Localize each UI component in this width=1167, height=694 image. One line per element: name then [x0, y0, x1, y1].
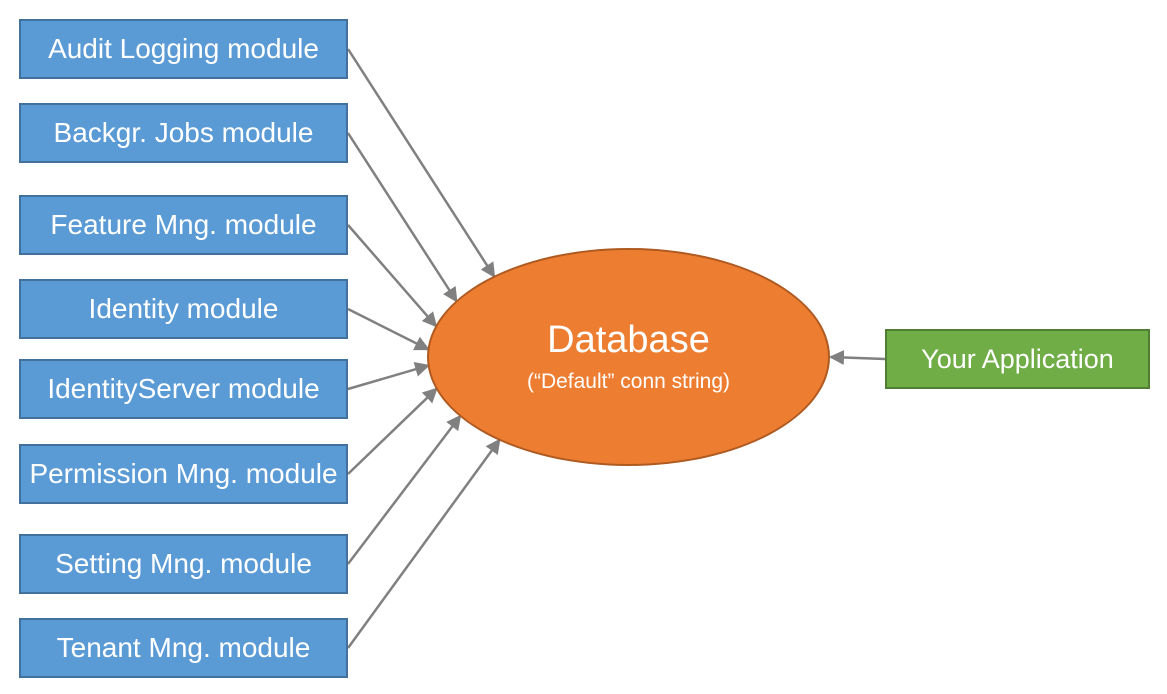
module-node-tenant-mng-module: Tenant Mng. module: [19, 618, 348, 678]
module-label: Setting Mng. module: [55, 548, 312, 579]
edge-module-audit-logging-module: [346, 48, 496, 279]
module-node-permission-mng-module: Permission Mng. module: [19, 444, 348, 504]
database-title: Database: [547, 318, 710, 361]
edge-module-identity-module: [347, 307, 430, 351]
application-node: Your Application: [885, 329, 1150, 389]
edge-module-tenant-mng-module: [346, 438, 501, 649]
edge-lines-group: [346, 48, 886, 649]
edge-module-setting-mng-module: [347, 414, 462, 565]
edge-application: [829, 350, 886, 365]
module-node-identity-module: Identity module: [19, 279, 348, 339]
database-subtitle: (“Default” conn string): [526, 370, 731, 394]
module-label: Permission Mng. module: [29, 458, 338, 489]
module-node-audit-logging-module: Audit Logging module: [19, 19, 348, 79]
application-label: Your Application: [921, 343, 1114, 374]
module-label: Feature Mng. module: [50, 209, 317, 240]
edge-module-feature-mng-module: [347, 224, 438, 328]
edge-module-permission-mng-module: [347, 387, 438, 475]
database-node: Database (“Default” conn string): [427, 248, 830, 466]
module-node-setting-mng-module: Setting Mng. module: [19, 534, 348, 594]
module-label: Tenant Mng. module: [56, 632, 311, 663]
module-label: IdentityServer module: [47, 373, 320, 404]
module-node-feature-mng-module: Feature Mng. module: [19, 195, 348, 255]
edge-module-identityserver-module: [347, 362, 431, 391]
module-label: Audit Logging module: [48, 33, 319, 64]
module-node-identityserver-module: IdentityServer module: [19, 359, 348, 419]
module-node-backgr-jobs-module: Backgr. Jobs module: [19, 103, 348, 163]
module-label: Backgr. Jobs module: [53, 117, 314, 148]
edge-module-backgr-jobs-module: [346, 132, 458, 303]
module-label: Identity module: [88, 293, 279, 324]
